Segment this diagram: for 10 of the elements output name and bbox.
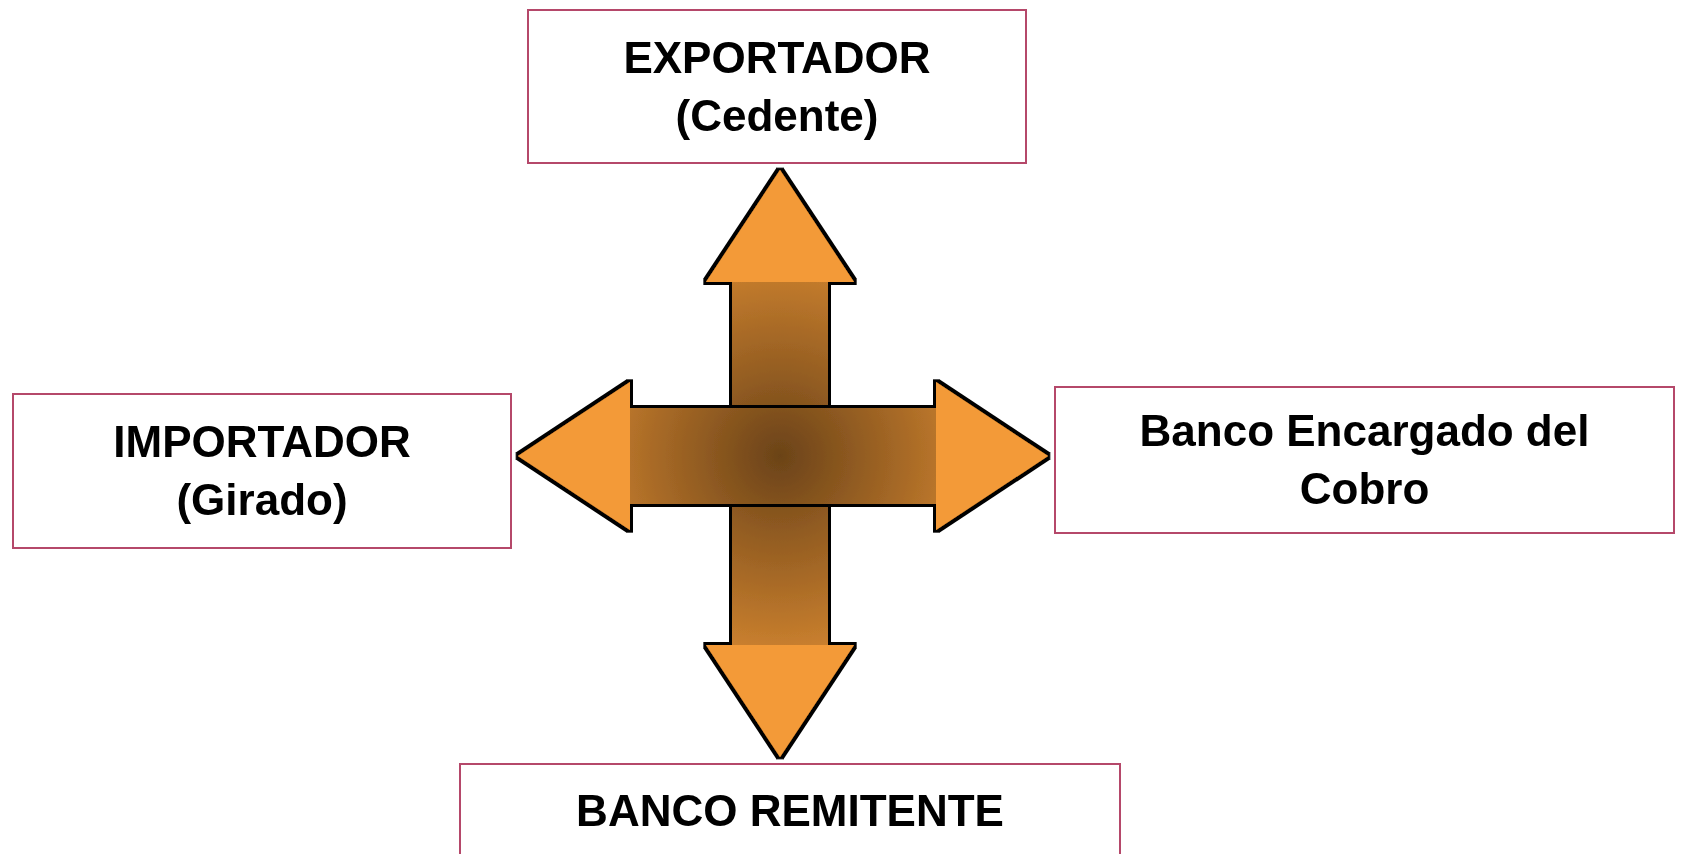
role-label: BANCO REMITENTE bbox=[576, 784, 1004, 837]
double-arrow bbox=[518, 382, 1048, 530]
role-label: Banco Encargado del Cobro bbox=[1138, 405, 1591, 515]
double-arrow bbox=[706, 170, 854, 757]
role-box bbox=[1054, 386, 1675, 534]
role-box bbox=[459, 763, 1121, 854]
role-label: EXPORTADOR (Cedente) bbox=[622, 31, 932, 142]
role-label: IMPORTADOR (Girado) bbox=[112, 416, 412, 526]
role-box bbox=[527, 9, 1027, 164]
role-box bbox=[12, 393, 512, 549]
